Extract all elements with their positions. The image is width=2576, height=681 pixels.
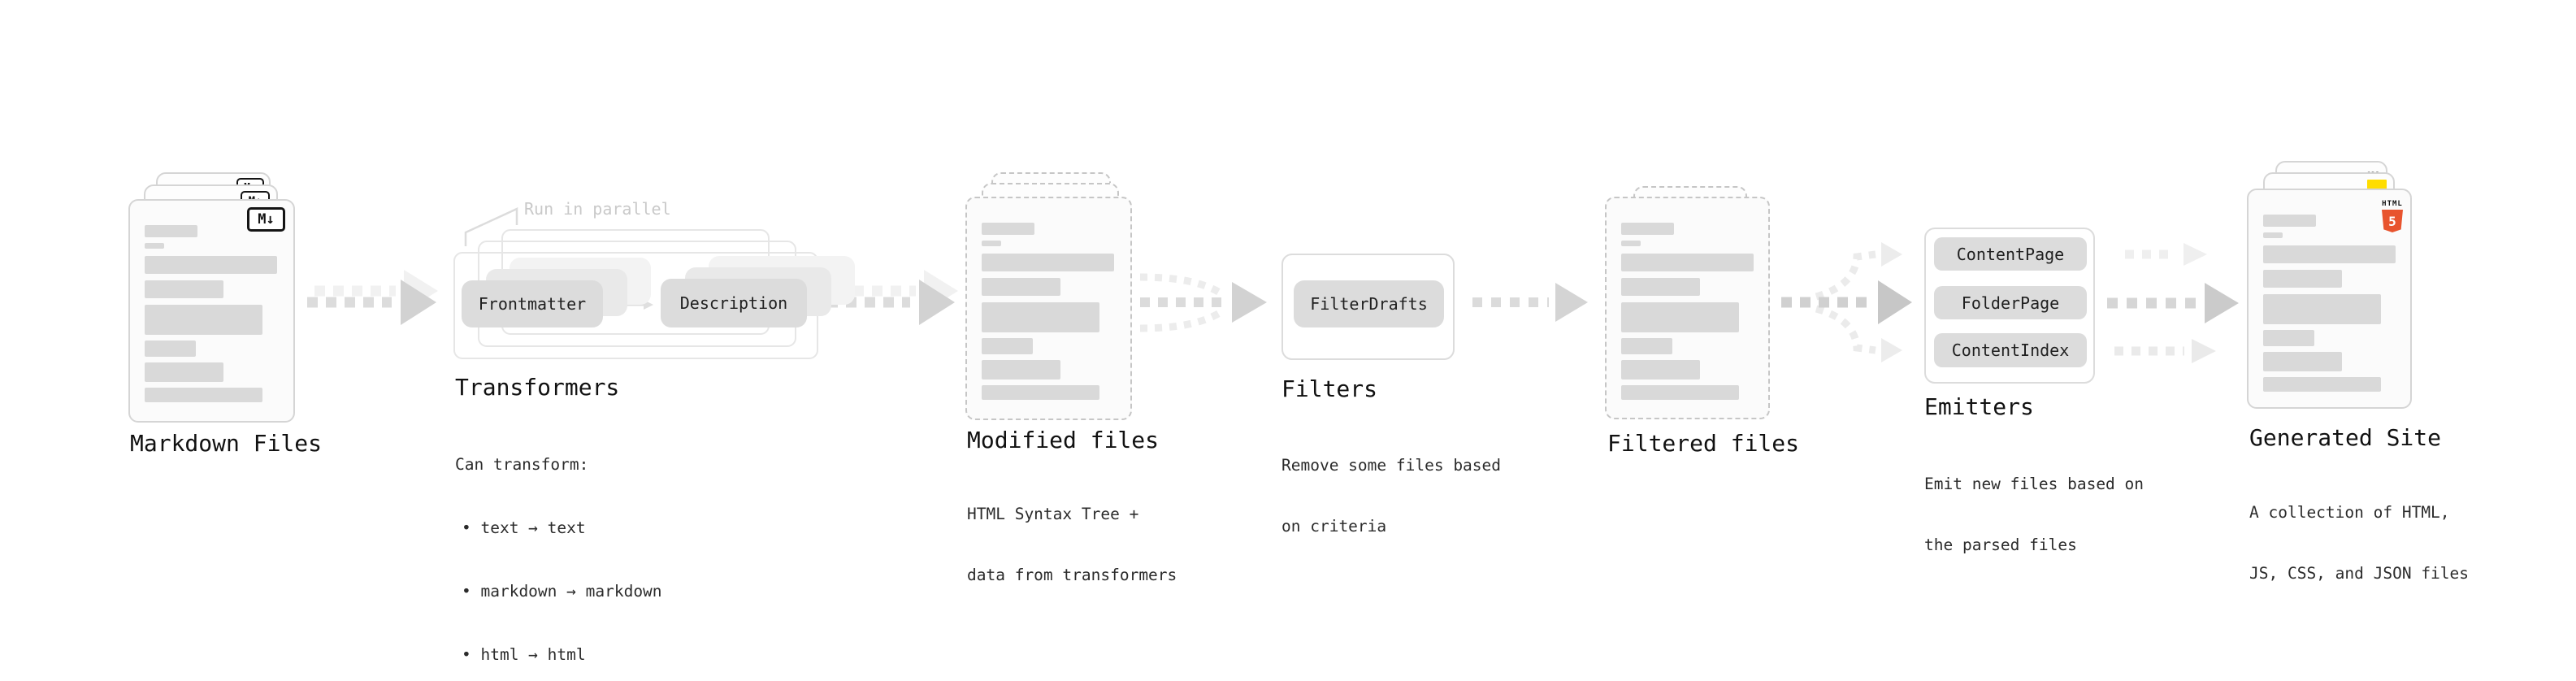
arrow-filters-to-filtered bbox=[1472, 283, 1588, 322]
transformer-mini-arrows bbox=[614, 276, 653, 310]
arrow-markdown-to-transformers bbox=[307, 270, 438, 325]
arrow-emitters-to-site bbox=[2107, 243, 2239, 363]
arrow-filtered-to-emitters bbox=[1781, 242, 1912, 362]
run-in-parallel-leader-line bbox=[464, 207, 518, 246]
arrow-modified-to-filters bbox=[1139, 273, 1267, 332]
arrow-transformers-to-modified bbox=[827, 270, 958, 325]
